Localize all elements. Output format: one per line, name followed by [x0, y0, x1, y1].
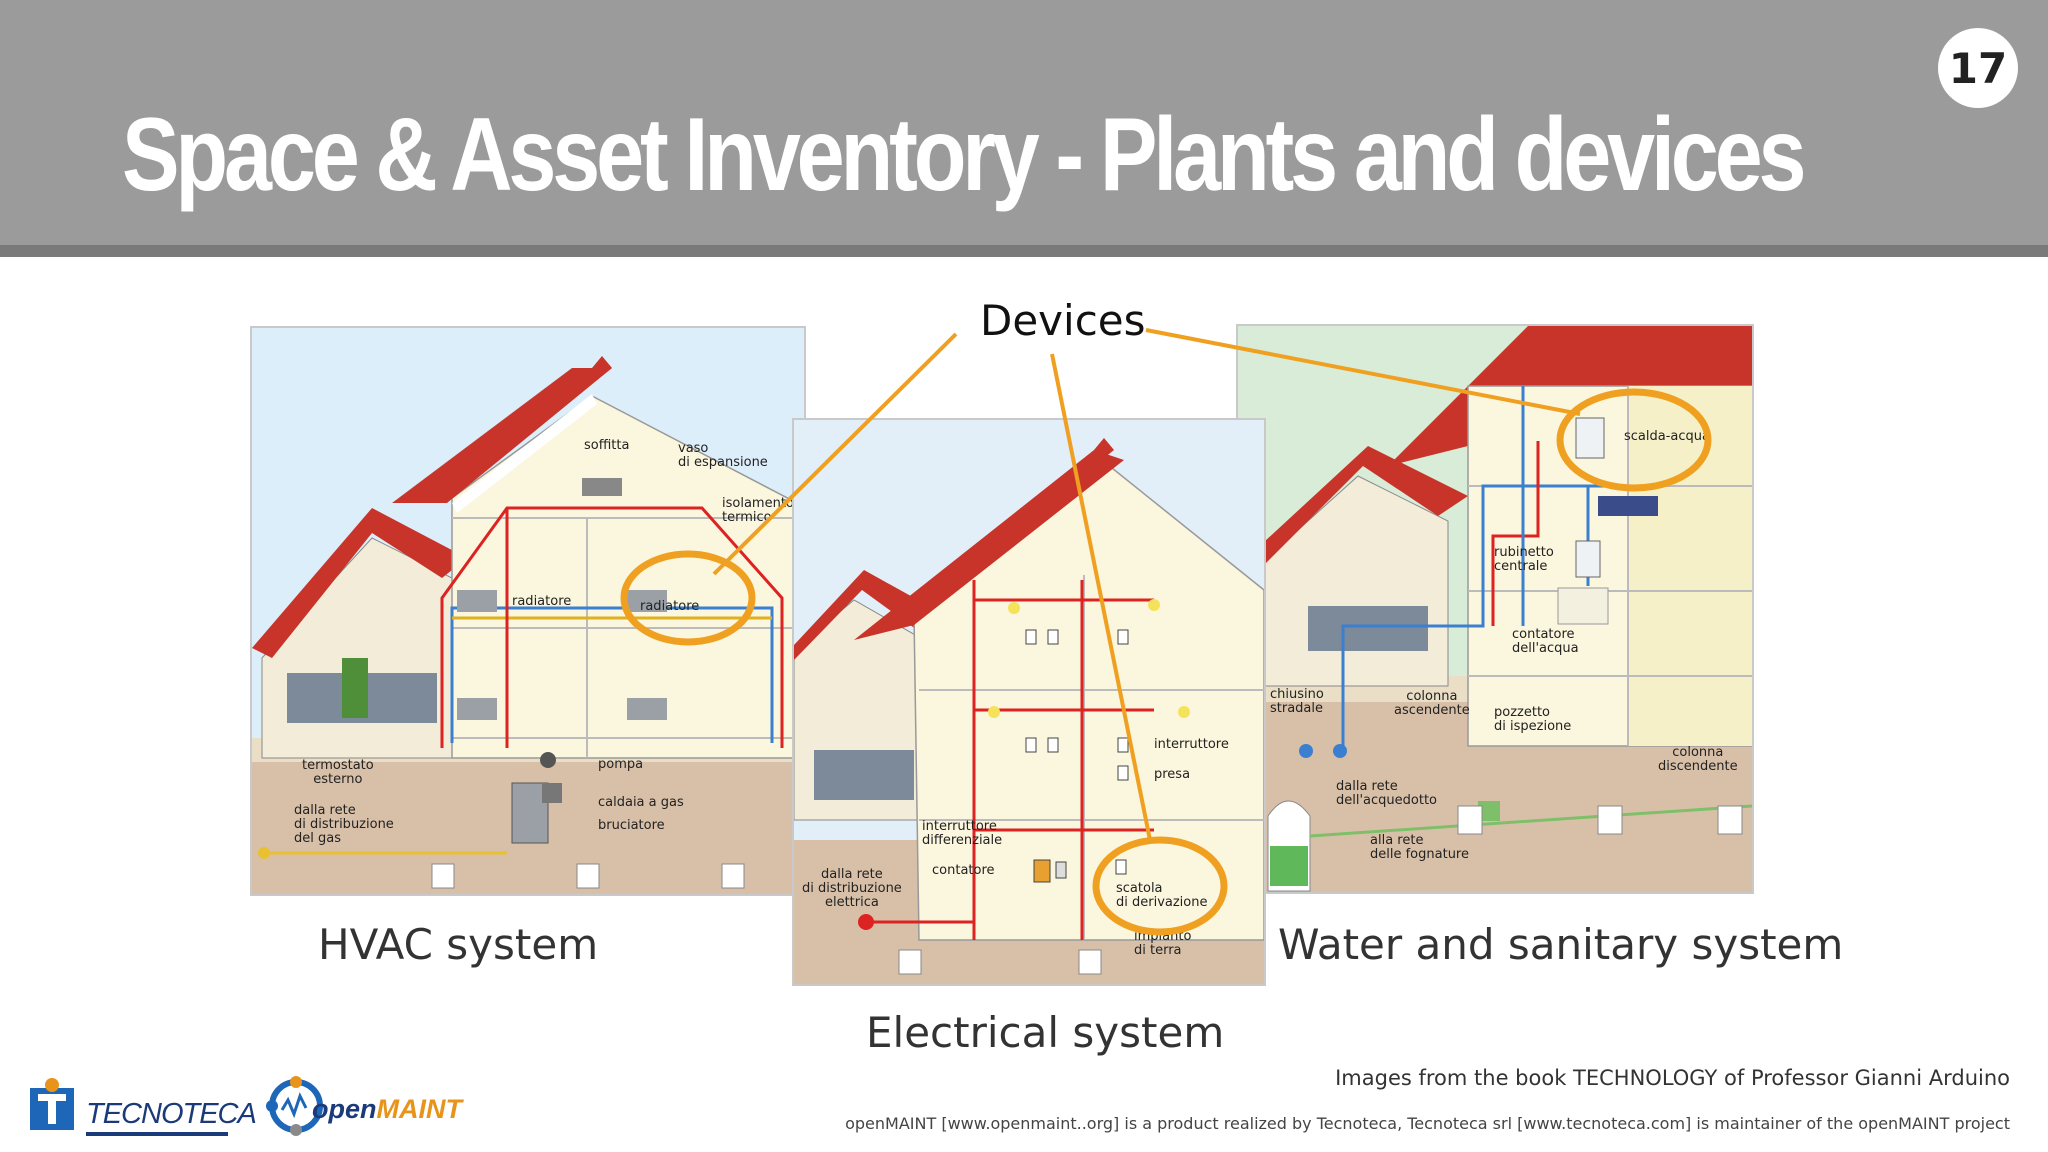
label-bruciatore: bruciatore: [598, 818, 665, 833]
label-termostato: termostato esterno: [302, 758, 374, 787]
footer-note: openMAINT [www.openmaint..org] is a prod…: [845, 1114, 2010, 1133]
label-isolamento: isolamento termico: [722, 496, 794, 525]
label-interruttore-differenziale: interruttore differenziale: [922, 819, 1003, 848]
devices-callout-label: Devices: [980, 296, 1146, 345]
tecnoteca-logo-text: TECNOTECA: [86, 1098, 257, 1130]
water-illustration: scalda-acqua rubinetto centrale contator…: [1236, 324, 1754, 894]
label-vaso: vaso di espansione: [678, 441, 768, 470]
label-colonna-discendente: colonna discendente: [1658, 745, 1738, 774]
label-scatola-derivazione: scatola di derivazione: [1116, 881, 1208, 910]
electrical-illustration: interruttore presa interruttore differen…: [792, 418, 1266, 986]
hvac-illustration: soffitta vaso di espansione isolamento t…: [250, 326, 806, 896]
label-rubinetto: rubinetto centrale: [1494, 545, 1554, 574]
tecnoteca-logo-underline: [86, 1132, 228, 1136]
label-interruttore: interruttore: [1154, 737, 1229, 752]
header-rule: [0, 245, 2048, 257]
tecnoteca-logo-icon: [30, 1078, 74, 1130]
label-presa: presa: [1154, 767, 1191, 782]
caption-electrical: Electrical system: [866, 1008, 1225, 1057]
label-caldaia: caldaia a gas: [598, 795, 684, 810]
page-title: Space & Asset Inventory - Plants and dev…: [122, 97, 1807, 213]
label-dalla-rete-gas: dalla rete di distribuzione del gas: [294, 803, 394, 846]
label-soffitta: soffitta: [584, 438, 630, 453]
label-dalla-rete-elettrica: dalla rete di distribuzione elettrica: [802, 867, 902, 910]
label-impianto-terra: impianto di terra: [1134, 929, 1192, 958]
openmaint-logo-part2: MAINT: [376, 1094, 462, 1124]
page-number-badge: 17: [1938, 28, 2018, 108]
label-alla-rete-fognature: alla rete delle fognature: [1370, 833, 1469, 862]
label-dalla-rete-acquedotto: dalla rete dell'acquedotto: [1336, 779, 1438, 808]
caption-hvac: HVAC system: [318, 920, 599, 969]
openmaint-logo-icon: [266, 1076, 323, 1136]
openmaint-logo-text: openMAINT: [312, 1094, 462, 1125]
label-radiatore-left: radiatore: [512, 594, 572, 609]
label-colonna-ascendente: colonna ascendente: [1394, 689, 1470, 718]
label-contatore: contatore: [932, 863, 995, 878]
label-chiusino: chiusino stradale: [1270, 687, 1324, 716]
label-pompa: pompa: [598, 757, 644, 772]
label-pozzetto: pozzetto di ispezione: [1494, 705, 1572, 734]
header-bar: [0, 0, 2048, 245]
label-contatore-acqua: contatore dell'acqua: [1512, 627, 1579, 656]
openmaint-logo-part1: open: [312, 1094, 377, 1124]
caption-water: Water and sanitary system: [1278, 920, 1844, 969]
label-radiatore-right: radiatore: [640, 599, 700, 614]
water-house-drawing: [1238, 326, 1752, 892]
image-credit: Images from the book TECHNOLOGY of Profe…: [1335, 1066, 2010, 1090]
label-scalda-acqua: scalda-acqua: [1624, 429, 1710, 444]
